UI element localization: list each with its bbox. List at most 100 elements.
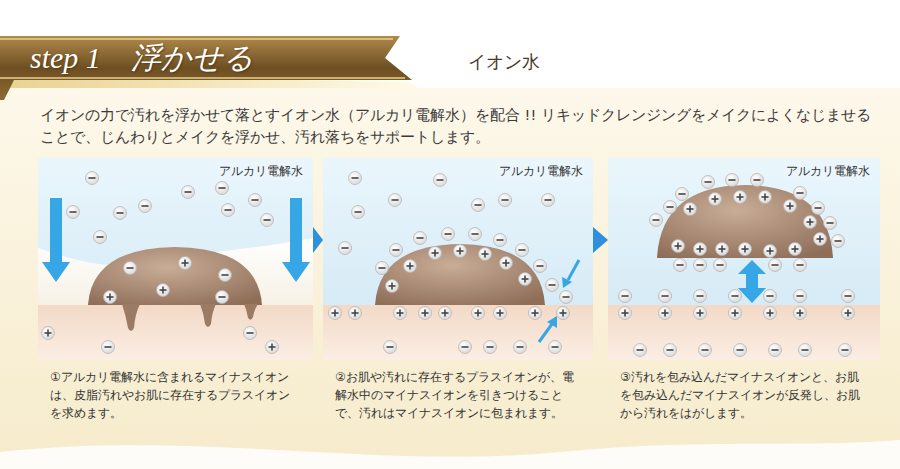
ion-circle <box>734 344 747 357</box>
ribbon-edge <box>0 77 405 79</box>
ion-circle <box>479 248 492 261</box>
ion-sign <box>769 248 771 255</box>
ion-sign <box>222 274 229 276</box>
ion-sign <box>677 243 679 250</box>
ion-sign <box>117 212 124 214</box>
ion-sign <box>772 349 779 351</box>
skin-layer <box>38 305 313 360</box>
ion-circle <box>419 307 432 320</box>
ion-sign <box>767 295 774 297</box>
ion-sign <box>219 296 226 298</box>
ion-circle <box>216 291 229 304</box>
ion-circle <box>442 228 455 241</box>
ion-circle <box>244 327 257 340</box>
title-ribbon <box>0 36 412 100</box>
ion-sign <box>247 332 254 334</box>
ion-sign <box>732 295 739 297</box>
ion-circle <box>794 307 807 320</box>
ion-sign <box>47 330 49 337</box>
ion-sign <box>89 177 96 179</box>
ion-sign <box>842 349 849 351</box>
ion-sign <box>399 310 401 317</box>
ion-sign <box>393 249 400 251</box>
ion-sign <box>477 310 479 317</box>
ion-sign <box>789 203 791 210</box>
ion-circle <box>114 207 127 220</box>
dirt-drip <box>244 304 258 320</box>
ion-circle <box>764 245 777 258</box>
cleansing-layer <box>38 238 313 305</box>
ion-sign <box>225 209 232 211</box>
ion-circle <box>104 291 117 304</box>
ion-sign <box>219 187 226 189</box>
ion-circle <box>684 203 697 216</box>
ion-sign <box>445 233 452 235</box>
ion-circle <box>519 273 532 286</box>
ion-circle <box>716 243 729 256</box>
ion-circle <box>67 206 80 219</box>
ion-sign <box>537 265 544 267</box>
ion-circle <box>499 194 512 207</box>
ion-sign <box>437 179 444 181</box>
panel-label: アルカリ電解水 <box>497 163 585 180</box>
ion-circle <box>729 307 742 320</box>
flow-arrow <box>42 198 70 282</box>
step-caption: ③汚れを包み込んだマイナスイオンと、お肌を包み込んだマイナスイオンが反発し、お肌… <box>620 368 868 422</box>
ion-circle <box>459 341 472 354</box>
ion-sign <box>162 287 164 294</box>
dirt-blob <box>88 247 262 305</box>
ion-circle <box>124 262 137 275</box>
ion-sign <box>754 179 761 181</box>
ion-sign <box>679 193 686 195</box>
ion-sign <box>799 310 801 317</box>
ion-circle <box>414 232 427 245</box>
ion-sign <box>689 206 691 213</box>
ion-sign <box>552 346 559 348</box>
ion-sign <box>769 310 771 317</box>
ion-circle <box>376 262 389 275</box>
attract-arrow <box>539 324 552 342</box>
ion-circle <box>664 344 677 357</box>
ion-circle <box>619 290 632 303</box>
ion-sign <box>517 346 524 348</box>
ion-circle <box>794 290 807 303</box>
ion-sign <box>342 247 349 249</box>
bottom-wave <box>0 440 900 469</box>
repel-arrow <box>738 260 766 303</box>
ion-sign <box>734 310 736 317</box>
attract-arrow <box>547 316 557 328</box>
ion-sign <box>334 310 336 317</box>
water-panel <box>323 158 593 360</box>
ion-sign <box>524 276 526 283</box>
ion-circle <box>139 200 152 213</box>
ion-sign <box>721 246 723 253</box>
ion-circle <box>542 194 555 207</box>
ion-sign <box>475 204 482 206</box>
ion-sign <box>797 264 804 266</box>
ion-circle <box>734 191 747 204</box>
ion-sign <box>563 296 570 298</box>
ion-sign <box>409 263 411 270</box>
ion-sign <box>549 284 556 286</box>
ion-sign <box>97 236 104 238</box>
ion-circle <box>694 259 707 272</box>
ion-sign <box>847 310 849 317</box>
ion-circle <box>694 290 707 303</box>
ion-circle <box>266 341 279 354</box>
ion-circle <box>102 341 115 354</box>
ion-sign <box>717 264 724 266</box>
skin-layer <box>608 305 880 360</box>
ion-circle <box>824 217 837 230</box>
ion-sign <box>697 264 704 266</box>
ion-circle <box>472 307 485 320</box>
ion-circle <box>804 216 817 229</box>
ion-sign <box>444 310 446 317</box>
ion-circle <box>494 307 507 320</box>
ion-sign <box>797 295 804 297</box>
ion-circle <box>664 201 677 214</box>
ion-circle <box>557 307 570 320</box>
ion-circle <box>659 290 672 303</box>
panel-label: アルカリ電解水 <box>784 163 872 180</box>
ion-sign <box>664 310 666 317</box>
ion-circle <box>454 245 467 258</box>
